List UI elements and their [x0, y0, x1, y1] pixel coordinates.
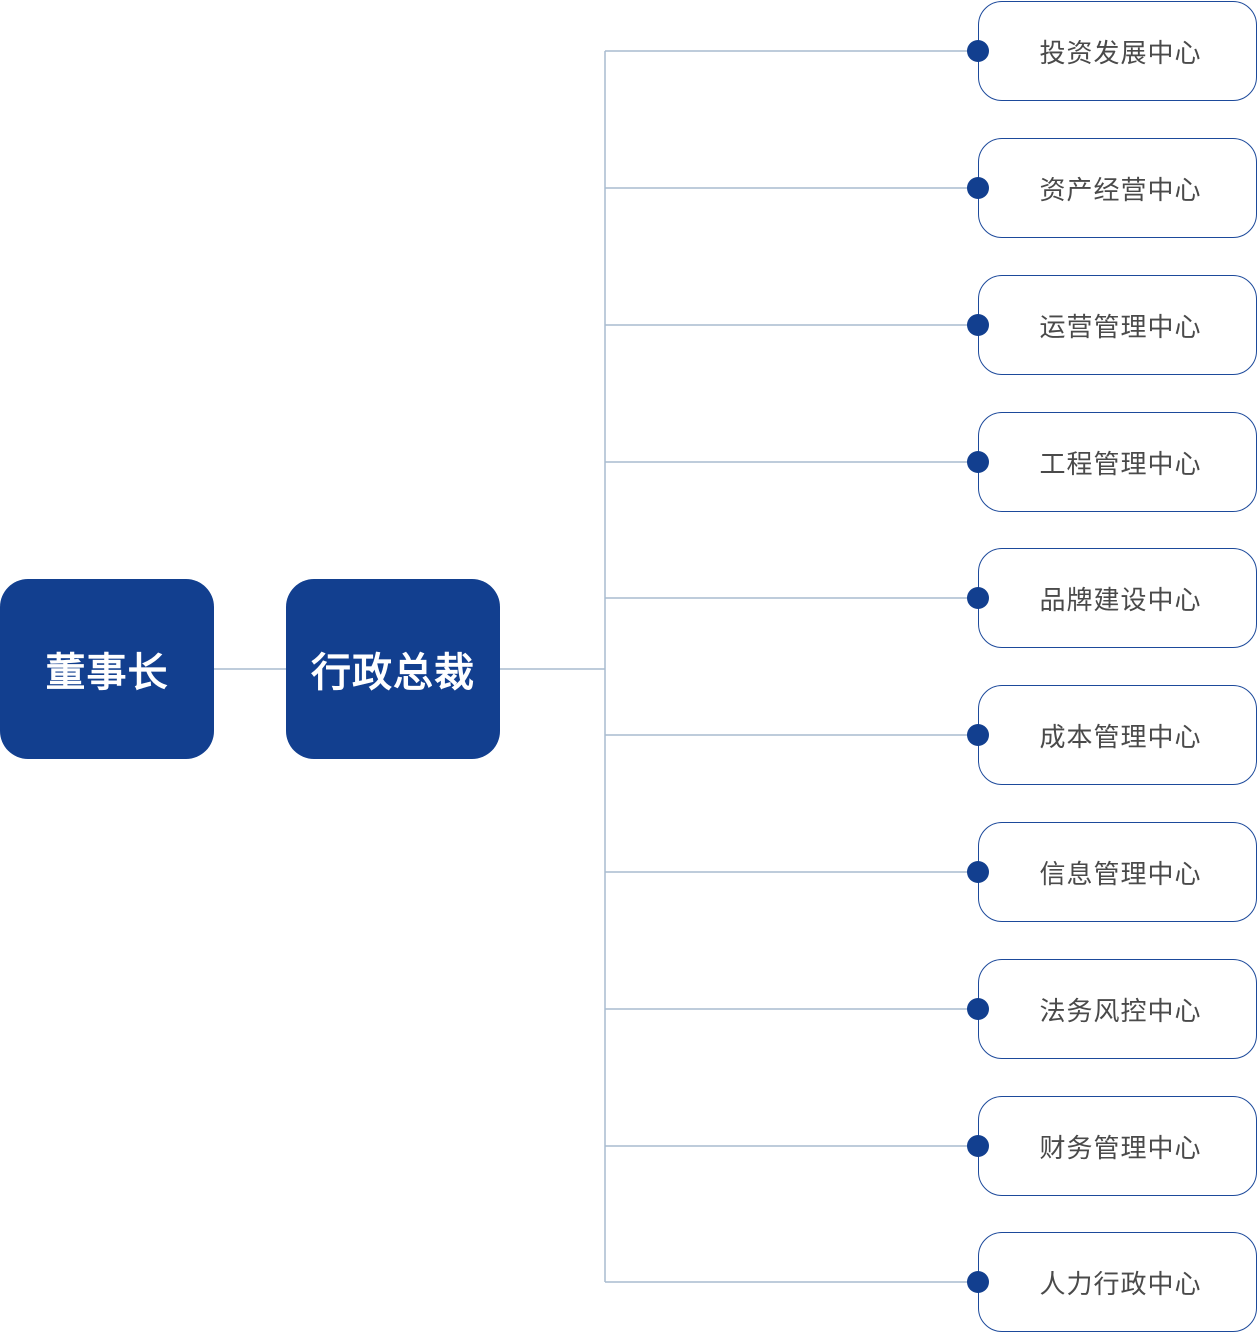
department-node-information: 信息管理中心	[978, 822, 1257, 922]
department-node-cost: 成本管理中心	[978, 685, 1257, 785]
branch-lines	[605, 50, 970, 1283]
connector-dot	[967, 587, 989, 609]
president-node: 行政总裁	[286, 579, 500, 759]
department-node-hr-admin: 人力行政中心	[978, 1232, 1257, 1332]
connector-dot	[967, 1271, 989, 1293]
department-label: 资产经营中心	[1039, 175, 1202, 206]
chairman-label: 董事长	[45, 650, 169, 696]
connector-dot	[967, 861, 989, 883]
department-node-engineering: 工程管理中心	[978, 412, 1257, 512]
department-label: 人力行政中心	[1039, 1269, 1202, 1300]
department-label: 财务管理中心	[1039, 1133, 1202, 1164]
department-label: 成本管理中心	[1039, 722, 1202, 753]
department-label: 信息管理中心	[1039, 859, 1202, 890]
department-node-legal: 法务风控中心	[978, 959, 1257, 1059]
connector-dot	[967, 40, 989, 62]
department-label: 运营管理中心	[1039, 312, 1202, 343]
department-node-investment: 投资发展中心	[978, 1, 1257, 101]
department-node-finance: 财务管理中心	[978, 1096, 1257, 1196]
chairman-node: 董事长	[0, 579, 214, 759]
connector-dot	[967, 1135, 989, 1157]
department-node-operations: 运营管理中心	[978, 275, 1257, 375]
department-node-brand: 品牌建设中心	[978, 548, 1257, 648]
department-label: 工程管理中心	[1039, 449, 1202, 480]
department-node-asset: 资产经营中心	[978, 138, 1257, 238]
connector-dot	[967, 724, 989, 746]
department-label: 投资发展中心	[1039, 38, 1202, 69]
president-label: 行政总裁	[311, 650, 475, 696]
connector-dot	[967, 998, 989, 1020]
connector-dot	[967, 177, 989, 199]
department-label: 法务风控中心	[1039, 996, 1202, 1027]
connector-dot	[967, 451, 989, 473]
connector-dot	[967, 314, 989, 336]
department-label: 品牌建设中心	[1039, 585, 1202, 616]
